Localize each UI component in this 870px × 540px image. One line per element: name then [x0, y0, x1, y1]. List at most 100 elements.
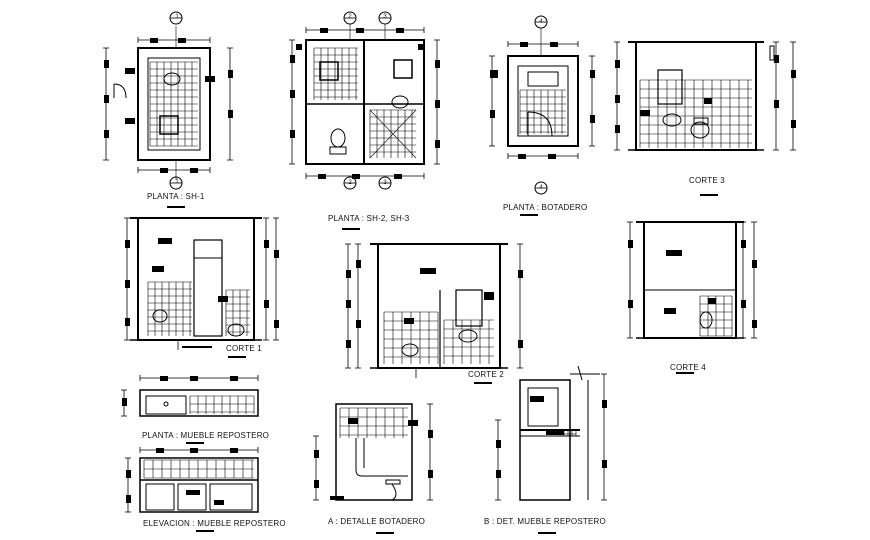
line	[369, 109, 417, 159]
text-block	[125, 318, 130, 326]
text-block	[230, 376, 238, 381]
outline	[507, 55, 579, 147]
text-block	[664, 308, 676, 314]
outline	[329, 146, 347, 155]
text-block	[125, 240, 130, 248]
text-block	[290, 130, 295, 138]
text-block	[550, 42, 558, 47]
text-block	[615, 60, 620, 68]
text-block	[602, 460, 607, 468]
text-block	[125, 118, 135, 124]
circle	[163, 401, 169, 407]
text-block	[230, 448, 238, 453]
caption-det-mueble: B : DET. MUEBLE REPOSTERO	[484, 517, 606, 526]
text-block	[314, 480, 319, 488]
text-block	[548, 154, 556, 159]
caption-corte-2: CORTE 2	[468, 370, 504, 379]
text-block	[435, 100, 440, 108]
outline	[145, 395, 187, 415]
section-marker-label: 4	[539, 19, 543, 25]
caption-planta-sh2-sh3: PLANTA : SH-2, SH-3	[328, 214, 410, 223]
text-block	[741, 240, 746, 248]
text-block	[538, 532, 556, 534]
plan-botadero	[489, 15, 595, 216]
fixture-outline	[391, 95, 409, 109]
text-block	[274, 320, 279, 328]
outline	[455, 289, 483, 327]
outline	[643, 221, 737, 339]
detail-botadero	[313, 403, 433, 534]
text-block	[182, 346, 212, 348]
text-block	[104, 130, 109, 138]
text-block	[418, 44, 424, 50]
text-block	[774, 100, 779, 108]
plan-mueble-repostero	[121, 375, 259, 444]
text-block	[518, 270, 523, 278]
text-block	[190, 448, 198, 453]
text-block	[104, 95, 109, 103]
text-block	[628, 300, 633, 308]
text-block	[396, 28, 404, 33]
text-block	[484, 292, 494, 300]
text-block	[228, 356, 246, 358]
caption-corte-3: CORTE 3	[689, 176, 725, 185]
outline	[159, 115, 179, 135]
section-corte-2	[345, 243, 523, 384]
fixture-outline	[330, 128, 346, 148]
section-corte-4	[627, 221, 757, 374]
outline	[657, 69, 683, 105]
outline	[193, 239, 223, 337]
caption-corte-4: CORTE 4	[670, 363, 706, 372]
text-block	[290, 90, 295, 98]
text-block	[190, 168, 198, 173]
section-corte-1	[124, 217, 279, 358]
text-block	[178, 38, 186, 43]
text-block	[356, 28, 364, 33]
text-block	[602, 400, 607, 408]
text-block	[214, 500, 224, 505]
section-marker-label: 3	[383, 14, 387, 20]
text-block	[348, 418, 358, 424]
outline	[177, 483, 207, 511]
text-block	[264, 240, 269, 248]
text-block	[496, 440, 501, 448]
text-block	[700, 194, 718, 196]
text-block	[490, 70, 498, 78]
text-block	[420, 268, 436, 274]
caption-detalle-botadero: A : DETALLE BOTADERO	[328, 517, 426, 526]
text-block	[196, 530, 214, 532]
plan-sh1	[103, 11, 233, 208]
text-block	[158, 238, 172, 244]
outline	[385, 479, 401, 485]
text-block	[408, 420, 418, 426]
section-marker-label: 2	[348, 14, 352, 20]
text-block	[126, 495, 131, 503]
text-block	[435, 60, 440, 68]
text-block	[741, 300, 746, 308]
text-block	[346, 300, 351, 308]
section-marker-label: 4	[539, 185, 543, 191]
text-block	[615, 125, 620, 133]
text-block	[404, 318, 414, 324]
text-block	[104, 60, 109, 68]
outline	[147, 57, 201, 151]
door-swing-arc	[113, 83, 127, 99]
fixture-outline	[152, 309, 168, 323]
text-block	[296, 44, 302, 50]
text-block	[318, 174, 326, 179]
text-block	[352, 174, 360, 179]
fixture-outline	[662, 113, 682, 127]
caption-planta-botadero: PLANTA : BOTADERO	[503, 203, 588, 212]
outline	[139, 457, 259, 513]
door-swing-arc	[527, 111, 553, 137]
text-block	[640, 110, 650, 116]
text-block	[376, 532, 394, 534]
section-marker-label: 1	[175, 179, 179, 185]
outline	[519, 379, 571, 501]
text-block	[346, 270, 351, 278]
section-marker-label: 3	[383, 180, 387, 186]
text-block	[394, 174, 402, 179]
text-block	[156, 448, 164, 453]
text-block	[590, 115, 595, 123]
